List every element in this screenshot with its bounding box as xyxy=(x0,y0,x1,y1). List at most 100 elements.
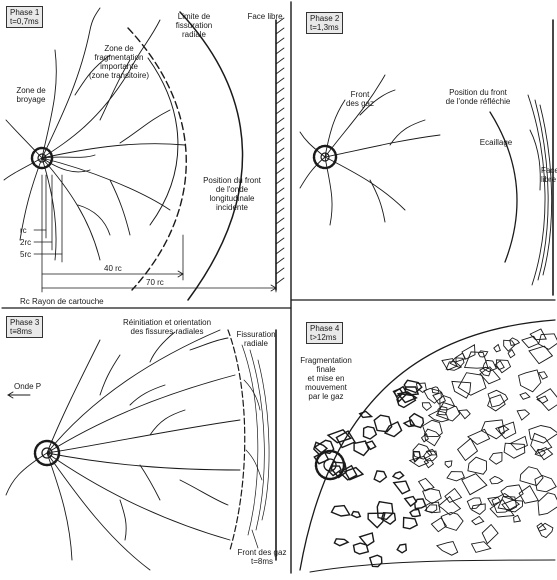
rock-fragment xyxy=(385,422,402,437)
phase3-gas-front-pointer xyxy=(252,530,258,548)
phase1-zone-frag-line3: importante xyxy=(80,62,158,71)
phase1-dim-40rc: 40 rc xyxy=(104,264,122,273)
phase1-limite-line1: Limite de xyxy=(166,12,222,21)
phase3-reinit-line2: des fissures radiales xyxy=(112,327,222,336)
rock-fragment xyxy=(462,474,487,495)
phase4-frag-line4: mouvement xyxy=(296,383,356,392)
phase4-fragmentation-label: Fragmentation finale et mise en mouvemen… xyxy=(296,356,356,401)
phase3-radial-fissuration-zone xyxy=(242,345,269,535)
phase2-position-front-label: Position du front de l'onde réfléchie xyxy=(436,88,520,106)
phase3-onde-arrow xyxy=(8,392,30,398)
phase2-front-gaz-label: Front des gaz xyxy=(340,90,380,108)
rock-fragment xyxy=(472,516,484,524)
phase3-time: t≡8ms xyxy=(10,327,39,336)
phase4-frag-line3: et mise en xyxy=(296,374,356,383)
rock-fragment xyxy=(397,544,406,553)
rock-fragment xyxy=(494,345,501,352)
rock-fragment xyxy=(425,429,441,446)
phase1-zone-broyage-label: Zone de broyage xyxy=(8,86,54,104)
rock-fragment xyxy=(465,352,488,368)
phase1-position-front-label: Position du front de l'onde longitudinal… xyxy=(196,176,268,212)
rock-fragment xyxy=(504,443,525,458)
phase2-badge: Phase 2 t=1,3ms xyxy=(306,12,343,34)
phase1-time: t=0,7ms xyxy=(10,17,39,26)
rock-fragment xyxy=(519,370,541,392)
rock-fragment xyxy=(332,506,350,516)
phase4-time: t>12ms xyxy=(310,333,339,342)
rock-fragment xyxy=(370,555,382,566)
phase1-limite-line2: fissuration xyxy=(166,21,222,30)
rock-fragment xyxy=(459,410,471,419)
phase3-onde-p-label: Onde P xyxy=(14,382,41,391)
phase1-face-libre-label: Face libre xyxy=(242,12,288,21)
phase2-face-line1: Face xyxy=(541,166,557,175)
rock-fragment xyxy=(489,453,502,465)
phase1-limite-fissuration-label: Limite de fissuration radiale xyxy=(166,12,222,39)
rock-fragment xyxy=(467,498,481,509)
rock-fragment xyxy=(415,499,426,509)
rock-fragment xyxy=(488,497,501,505)
rock-fragment xyxy=(514,515,521,522)
phase1-dim-70rc: 70 rc xyxy=(146,278,164,287)
rock-fragment xyxy=(403,518,417,529)
rock-fragment xyxy=(468,429,490,444)
phase1-dim-2rc: 2rc xyxy=(20,238,31,247)
phase1-title: Phase 1 xyxy=(10,8,39,17)
phase3-fiss-line1: Fissuration xyxy=(232,330,280,339)
phase3-front-gaz-line1: Front des gaz xyxy=(236,548,288,557)
rock-fragment xyxy=(520,393,530,400)
phase4-frag-line5: par le gaz xyxy=(296,392,356,401)
rock-fragment xyxy=(490,476,503,483)
rock-fragment xyxy=(377,502,393,520)
phase1-dim-rc: rc xyxy=(20,226,27,235)
rock-fragment xyxy=(529,346,552,364)
phase3-drawing xyxy=(6,330,276,570)
phase2-title: Phase 2 xyxy=(310,14,339,23)
rock-fragment xyxy=(354,441,369,455)
phase1-limite-line3: radiale xyxy=(166,30,222,39)
rock-fragment xyxy=(422,403,431,411)
phase2-spalling xyxy=(528,95,552,285)
rock-fragment xyxy=(504,340,515,351)
phase2-position-line1: Position du front xyxy=(436,88,520,97)
phase2-face-line2: libre xyxy=(541,175,557,184)
phase3-fissuration-front xyxy=(228,330,245,550)
rock-fragment xyxy=(496,422,516,439)
phase4-frag-line2: finale xyxy=(296,365,356,374)
phase1-position-line2: de l'onde xyxy=(196,185,268,194)
phase3-reinitiation-label: Réinitiation et orientation des fissures… xyxy=(112,318,222,336)
phase2-drawing xyxy=(300,20,553,295)
rock-fragment xyxy=(374,415,392,432)
phase1-free-face-hatch xyxy=(276,18,284,284)
phase3-fissuration-label: Fissuration radiale xyxy=(232,330,280,348)
phase4-fragment-envelope-lower xyxy=(310,560,555,572)
rock-fragment xyxy=(437,542,458,556)
rock-fragment xyxy=(394,481,410,494)
phase2-ecaillage-label: Ecaillage xyxy=(474,138,518,147)
rock-fragment xyxy=(352,512,361,518)
phase1-badge: Phase 1 t=0,7ms xyxy=(6,6,43,28)
phase2-time: t=1,3ms xyxy=(310,23,339,32)
rock-fragment xyxy=(482,525,498,544)
rock-fragment xyxy=(520,467,543,486)
rock-fragment xyxy=(522,336,539,347)
rock-fragment xyxy=(410,509,420,516)
phase3-radial-cracks xyxy=(6,330,240,570)
rock-fragment xyxy=(538,493,557,515)
phase3-front-gaz-label: Front des gaz t=8ms xyxy=(236,548,288,566)
rock-fragment xyxy=(445,489,462,503)
phase1-legend: Rc Rayon de cartouche xyxy=(20,297,104,306)
rock-fragment xyxy=(502,500,523,512)
phase3-title: Phase 3 xyxy=(10,318,39,327)
phase1-position-line1: Position du front xyxy=(196,176,268,185)
rock-fragment xyxy=(529,426,557,444)
rock-fragment xyxy=(517,410,529,420)
rock-fragment xyxy=(393,472,404,479)
phase1-position-line4: incidente xyxy=(196,203,268,212)
phase3-badge: Phase 3 t≡8ms xyxy=(6,316,43,338)
rock-fragment xyxy=(468,457,487,474)
phase1-zone-broyage-line1: Zone de xyxy=(8,86,54,95)
phase4-frag-line1: Fragmentation xyxy=(296,356,356,365)
